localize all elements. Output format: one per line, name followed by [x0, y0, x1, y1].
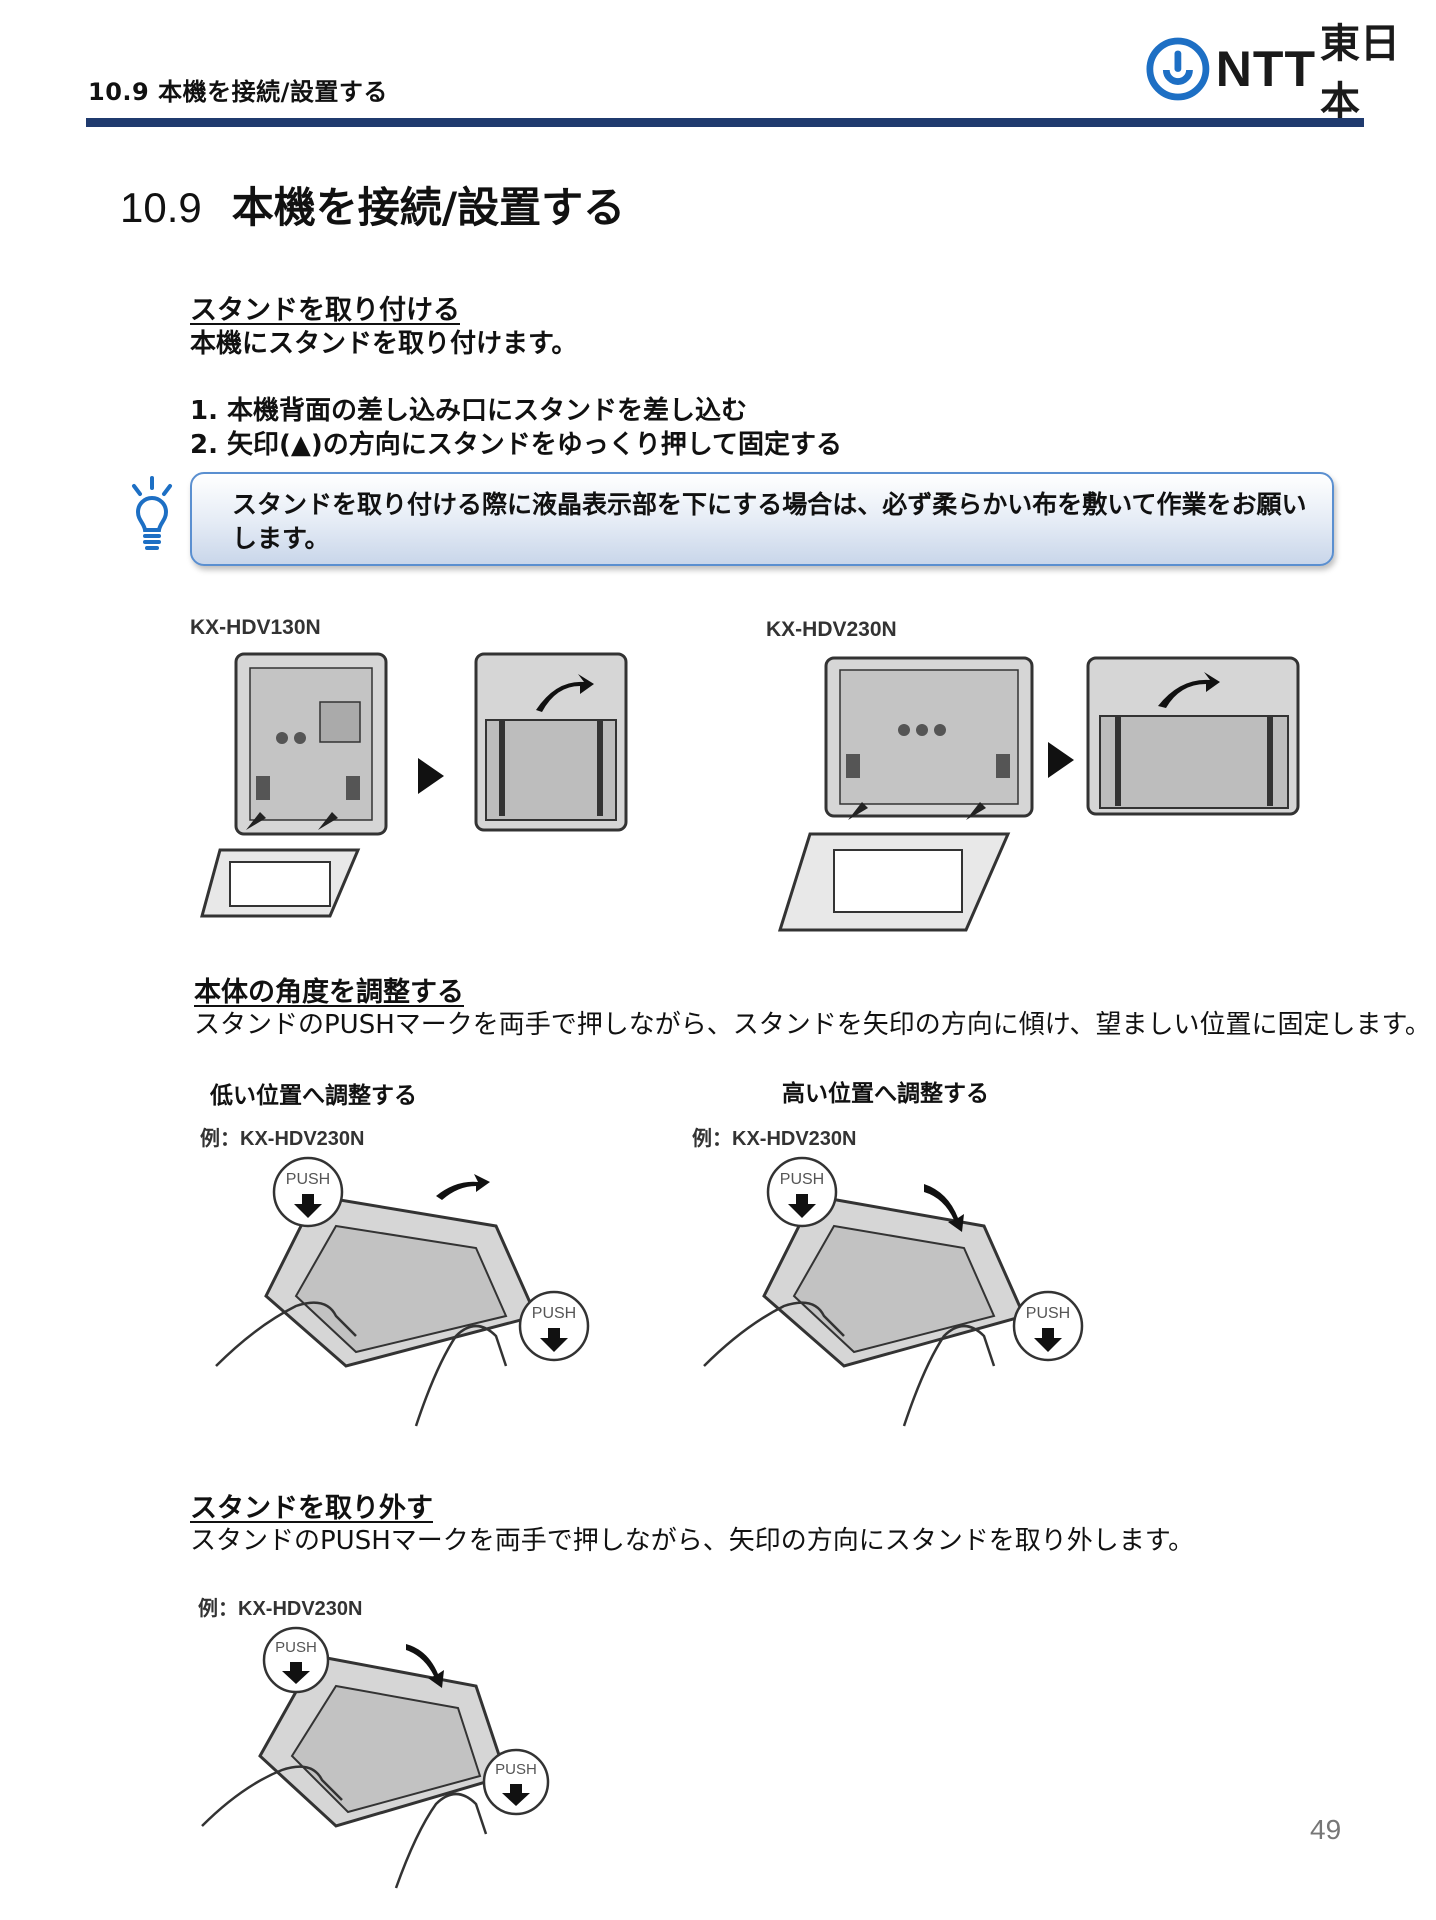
push-label-3: PUSH	[780, 1171, 824, 1188]
push-label-4: PUSH	[1026, 1305, 1070, 1322]
section-remove-text: スタンドのPUSHマークを両手で押しながら、矢印の方向にスタンドを取り外します。	[190, 1526, 1195, 1556]
illustration-hdv130n-attach	[200, 652, 628, 918]
step-2: 2. 矢印(▲)の方向にスタンドをゆっくり押して固定する	[190, 430, 843, 460]
title-text: 本機を接続/設置する	[231, 183, 626, 232]
running-header: 10.9 本機を接続/設置する	[88, 78, 388, 106]
section-number: 10.9	[120, 184, 202, 231]
example-label-high: 例：KX-HDV230N	[692, 1128, 857, 1150]
note-text: スタンドを取り付ける際に液晶表示部を下にする場合は、必ず柔らかい布を敷いて作業を…	[232, 488, 1312, 556]
lightbulb-icon	[132, 476, 172, 550]
header-rule	[86, 118, 1364, 127]
section-heading-angle: 本体の角度を調整する	[194, 977, 464, 1008]
push-label-2: PUSH	[532, 1305, 576, 1322]
ntt-logo-icon	[1146, 37, 1210, 101]
model-label-right: KX-HDV230N	[766, 618, 897, 641]
section-angle-text: スタンドのPUSHマークを両手で押しながら、スタンドを矢印の方向に傾け、望ましい…	[194, 1010, 1431, 1040]
logo-text: NTT	[1215, 41, 1316, 97]
step-1: 1. 本機背面の差し込み口にスタンドを差し込む	[190, 396, 748, 426]
low-position-label: 低い位置へ調整する	[210, 1083, 417, 1109]
high-position-label: 高い位置へ調整する	[782, 1081, 989, 1107]
page-title: 10.9 本機を接続/設置する	[120, 174, 625, 235]
page-number: 49	[1310, 1814, 1342, 1845]
note-line-2: します。	[232, 524, 330, 553]
note-line-1: スタンドを取り付ける際に液晶表示部を下にする場合は、必ず柔らかい布を敷いて作業を…	[232, 490, 1307, 519]
example-label-low: 例：KX-HDV230N	[200, 1128, 365, 1150]
push-label-6: PUSH	[495, 1761, 537, 1778]
illustration-remove: PUSH PUSH	[201, 1626, 550, 1889]
section-heading-attach: スタンドを取り付ける	[190, 295, 460, 326]
logo-text-region: 東日本	[1320, 21, 1400, 125]
push-label-5: PUSH	[275, 1639, 317, 1656]
note-box	[190, 472, 1334, 566]
arrow-right-icon	[418, 758, 444, 794]
arrow-right-icon	[1048, 742, 1074, 778]
section-heading-remove: スタンドを取り外す	[190, 1493, 433, 1524]
illustration-adjust-low: PUSH PUSH	[215, 1156, 590, 1427]
example-label-remove: 例：KX-HDV230N	[198, 1598, 363, 1620]
section-intro: 本機にスタンドを取り付けます。	[190, 329, 578, 359]
push-label-1: PUSH	[286, 1171, 330, 1188]
ntt-logo: NTT 東日本	[1146, 21, 1436, 125]
model-label-left: KX-HDV130N	[190, 616, 321, 639]
illustration-hdv230n-attach	[777, 656, 1300, 932]
illustration-adjust-high: PUSH PUSH	[703, 1156, 1084, 1427]
